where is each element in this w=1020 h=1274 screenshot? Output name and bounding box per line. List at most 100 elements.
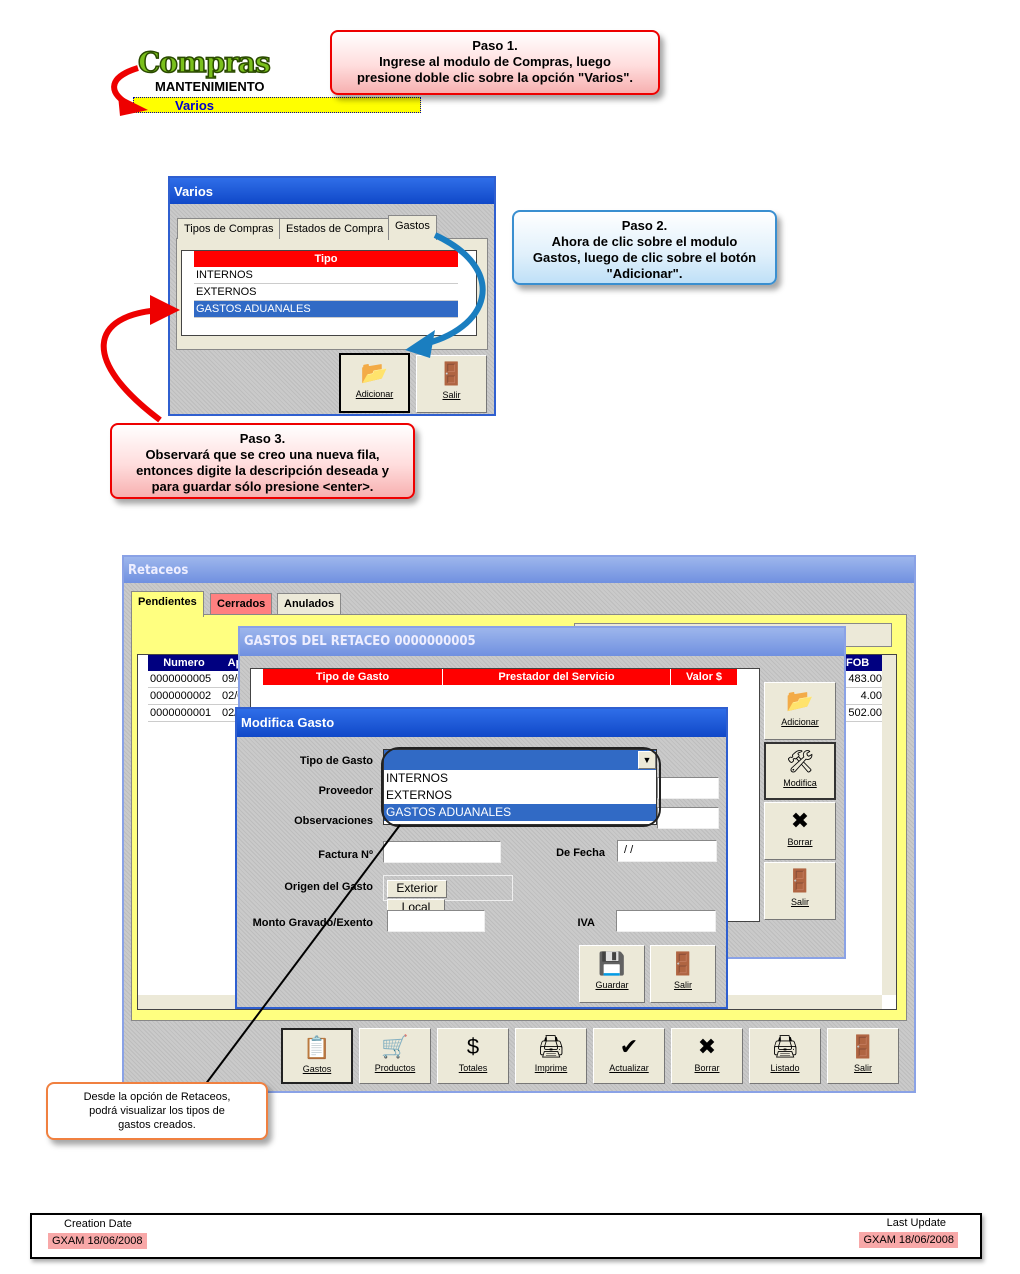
callout-line: Ahora de clic sobre el modulo bbox=[551, 234, 738, 249]
toolbar-button-gastos[interactable]: 📋Gastos bbox=[281, 1028, 353, 1084]
update-label: Last Update bbox=[886, 1217, 946, 1229]
footer: Creation Date GXAM 18/06/2008 Last Updat… bbox=[30, 1213, 982, 1259]
table-row[interactable]: EXTERNOS bbox=[194, 284, 458, 301]
iva-input[interactable] bbox=[616, 910, 716, 932]
origen-exterior-button[interactable]: Exterior bbox=[387, 880, 447, 898]
dropdown-option[interactable]: INTERNOS bbox=[386, 771, 449, 785]
step3-callout: Paso 3.Observará que se creo una nueva f… bbox=[110, 423, 415, 499]
column-header: Valor $ bbox=[671, 669, 737, 685]
callout-line: presione doble clic sobre la opción "Var… bbox=[356, 70, 633, 85]
fecha-input[interactable]: / / bbox=[617, 840, 717, 862]
varios-window: Varios Tipos de Compras Estados de Compr… bbox=[168, 176, 496, 416]
printer-icon: 🖨 bbox=[771, 1034, 799, 1059]
tab-estados-compra[interactable]: Estados de Compra bbox=[279, 218, 391, 239]
observaciones-input[interactable] bbox=[657, 807, 719, 829]
label: Tipo de Gasto bbox=[299, 755, 373, 767]
label: Proveedor bbox=[318, 785, 373, 797]
toolbar-button-actualizar[interactable]: ✔Actualizar bbox=[593, 1028, 665, 1084]
gastos-icon: 📋 bbox=[303, 1035, 331, 1060]
cell-fob: 502.00 bbox=[846, 705, 882, 722]
callout-line: Observará que se creo una nueva fila, bbox=[145, 447, 380, 462]
tipo-gasto-dropdown[interactable]: ▼ INTERNOS EXTERNOS GASTOS ADUANALES bbox=[383, 749, 657, 825]
factura-input[interactable] bbox=[383, 841, 501, 863]
note-callout: Desde la opción de Retaceos, podrá visual… bbox=[46, 1082, 268, 1140]
menu-item-label: Varios bbox=[175, 98, 215, 113]
cell-fob: 483.00 bbox=[846, 671, 882, 688]
label: IVA bbox=[577, 917, 595, 929]
exit-door-icon: 🚪 bbox=[849, 1034, 877, 1059]
window-title: Retaceos bbox=[124, 557, 914, 583]
callout-line: gastos creados. bbox=[118, 1119, 196, 1131]
salir-button[interactable]: 🚪Salir bbox=[764, 862, 836, 920]
tab-anulados[interactable]: Anulados bbox=[277, 593, 342, 614]
tab-gastos[interactable]: Gastos bbox=[388, 215, 437, 240]
cell-fob: 4.00 bbox=[846, 688, 882, 705]
column-header: FOB bbox=[846, 655, 882, 671]
tab-cerrados[interactable]: Cerrados bbox=[210, 593, 273, 614]
delete-icon: ✖ bbox=[697, 1034, 717, 1059]
callout-line: Desde la opción de Retaceos, bbox=[83, 1091, 231, 1103]
table-row[interactable]: GASTOS ADUANALES bbox=[194, 301, 458, 318]
borrar-button[interactable]: ✖Borrar bbox=[764, 802, 836, 860]
callout-line: Paso 3. bbox=[239, 431, 286, 446]
exit-door-icon: 🚪 bbox=[786, 868, 814, 893]
toolbar-button-productos[interactable]: 🛒Productos bbox=[359, 1028, 431, 1084]
adicionar-button[interactable]: 📂Adicionar bbox=[764, 682, 836, 740]
callout-line: Paso 2. bbox=[621, 218, 668, 233]
floppy-disk-icon: 💾 bbox=[598, 951, 626, 976]
column-header: Tipo bbox=[194, 251, 458, 267]
cart-icon: 🛒 bbox=[381, 1034, 409, 1059]
checkmark-icon: ✔ bbox=[619, 1034, 639, 1059]
callout-line: "Adicionar". bbox=[606, 266, 683, 281]
label: Factura Nº bbox=[318, 849, 373, 861]
monto-input[interactable] bbox=[387, 910, 485, 932]
toolbar-button-totales[interactable]: $Totales bbox=[437, 1028, 509, 1084]
creation-label: Creation Date bbox=[64, 1218, 132, 1230]
toolbar-button-listado[interactable]: 🖨Listado bbox=[749, 1028, 821, 1084]
column-header: Numero bbox=[148, 655, 220, 671]
edit-icon: 🛠 bbox=[786, 749, 814, 774]
callout-line: para guardar sólo presione <enter>. bbox=[151, 479, 374, 494]
menu-mantenimiento: MANTENIMIENTO bbox=[155, 79, 265, 94]
window-title: GASTOS DEL RETACEO 0000000005 bbox=[240, 628, 844, 656]
menu-item-varios[interactable]: Varios bbox=[133, 97, 421, 113]
tab-pendientes[interactable]: Pendientes bbox=[131, 591, 204, 617]
window-title: Modifica Gasto bbox=[237, 709, 726, 737]
table-row[interactable]: INTERNOS bbox=[194, 267, 458, 284]
folder-icon: 📂 bbox=[360, 360, 389, 385]
column-header: Tipo de Gasto bbox=[263, 669, 443, 685]
callout-line: Ingrese al modulo de Compras, luego bbox=[379, 54, 611, 69]
red-arrow-icon bbox=[111, 65, 148, 116]
toolbar-button-salir[interactable]: 🚪Salir bbox=[827, 1028, 899, 1084]
label: Observaciones bbox=[294, 815, 373, 827]
delete-icon: ✖ bbox=[790, 808, 810, 833]
label: Monto Gravado/Exento bbox=[252, 917, 373, 929]
callout-line: podrá visualizar los tipos de bbox=[89, 1105, 225, 1117]
adicionar-button[interactable]: 📂Adicionar bbox=[339, 353, 410, 413]
toolbar-button-imprime[interactable]: 🖨Imprime bbox=[515, 1028, 587, 1084]
modifica-button[interactable]: 🛠Modifica bbox=[764, 742, 836, 800]
salir-button[interactable]: 🚪Salir bbox=[650, 945, 716, 1003]
callout-line: Paso 1. bbox=[472, 38, 518, 53]
column-header: Prestador del Servicio bbox=[443, 669, 671, 685]
toolbar-button-borrar[interactable]: ✖Borrar bbox=[671, 1028, 743, 1084]
dropdown-option[interactable]: GASTOS ADUANALES bbox=[384, 804, 656, 821]
folder-icon: 📂 bbox=[786, 688, 814, 713]
tipo-grid: Tipo INTERNOS EXTERNOS GASTOS ADUANALES bbox=[181, 250, 477, 336]
dollar-icon: $ bbox=[466, 1034, 480, 1059]
guardar-button[interactable]: 💾Guardar bbox=[579, 945, 645, 1003]
vertical-scrollbar[interactable] bbox=[882, 655, 896, 995]
modifica-gasto-window: Modifica Gasto Tipo de Gasto Proveedor O… bbox=[235, 707, 728, 1009]
proveedor-input[interactable] bbox=[657, 777, 719, 799]
update-value: GXAM 18/06/2008 bbox=[859, 1232, 958, 1248]
tab-tipos-compras[interactable]: Tipos de Compras bbox=[177, 218, 281, 239]
creation-value: GXAM 18/06/2008 bbox=[48, 1233, 147, 1249]
salir-button[interactable]: 🚪Salir bbox=[416, 355, 487, 413]
compras-logo: Compras bbox=[137, 45, 271, 80]
annotation-arrows bbox=[100, 232, 486, 423]
dropdown-option[interactable]: EXTERNOS bbox=[386, 788, 453, 802]
callout-line: entonces digite la descripción deseada y bbox=[136, 463, 389, 478]
exit-door-icon: 🚪 bbox=[669, 951, 697, 976]
label: De Fecha bbox=[556, 847, 605, 859]
